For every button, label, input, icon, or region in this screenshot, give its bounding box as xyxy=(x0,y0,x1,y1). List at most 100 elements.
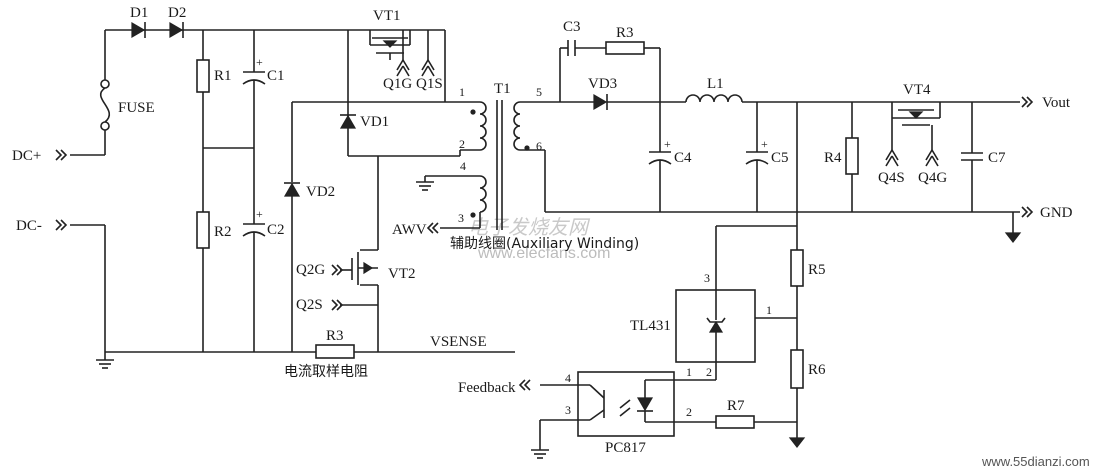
tl431-pin-3: 3 xyxy=(704,271,710,285)
q4s-arrow xyxy=(885,149,899,167)
label-r2: R2 xyxy=(214,224,232,240)
label-vsense: VSENSE xyxy=(430,334,487,350)
label-c7: C7 xyxy=(988,150,1006,166)
pin-6: 6 xyxy=(536,139,542,153)
pin-3: 3 xyxy=(458,211,464,225)
pc817-pin-4: 4 xyxy=(565,371,571,385)
diode-d2 xyxy=(169,21,184,39)
dc-minus-arrow xyxy=(55,219,68,231)
aux-winding xyxy=(416,175,487,229)
feedback-divider xyxy=(755,102,806,448)
label-r4: R4 xyxy=(824,150,842,166)
pc817-pin-3: 3 xyxy=(565,403,571,417)
footer-watermark: www.55dianzi.com xyxy=(981,454,1090,469)
awv-arrow xyxy=(426,222,439,234)
svg-text:+: + xyxy=(256,207,263,221)
diode-vd2 xyxy=(283,101,460,352)
gnd-arrow xyxy=(1021,206,1034,218)
pc817-pin-2: 2 xyxy=(686,405,692,419)
regulator-tl431 xyxy=(675,225,797,380)
resistor-r3-sense xyxy=(315,344,355,359)
label-dc-plus: DC+ xyxy=(12,148,41,164)
label-q4s: Q4S xyxy=(878,170,905,186)
mosfet-vt1 xyxy=(347,30,411,156)
label-d1: D1 xyxy=(130,5,148,21)
label-fuse: FUSE xyxy=(118,100,155,116)
label-q2s: Q2S xyxy=(296,297,323,313)
label-vt2: VT2 xyxy=(388,266,416,282)
svg-text:+: + xyxy=(664,137,671,151)
label-vout: Vout xyxy=(1042,95,1071,111)
capacitor-c7 xyxy=(961,102,983,212)
svg-text:+: + xyxy=(256,55,263,69)
tl431-pin-1: 1 xyxy=(766,303,772,317)
mosfet-vt4 xyxy=(891,102,941,150)
fuse xyxy=(99,79,111,131)
tl431-pin-2: 2 xyxy=(706,365,712,379)
diode-d1 xyxy=(131,21,146,39)
label-c1: C1 xyxy=(267,68,285,84)
q4g-arrow xyxy=(925,149,939,167)
label-c3: C3 xyxy=(563,19,581,35)
label-r3-snubber: R3 xyxy=(616,25,634,41)
label-vt4: VT4 xyxy=(903,82,931,98)
label-pc817: PC817 xyxy=(605,440,646,456)
watermark-url: www.elecfans.com xyxy=(477,245,611,262)
label-aux-winding: 辅助线圈(Auxiliary Winding) xyxy=(450,236,639,252)
pin-1: 1 xyxy=(459,85,465,99)
input-rail xyxy=(70,29,515,353)
label-q2g: Q2G xyxy=(296,262,325,278)
label-q1s: Q1S xyxy=(416,76,443,92)
pin-4: 4 xyxy=(460,159,466,173)
vout-arrow xyxy=(1021,96,1034,108)
q2g-arrow xyxy=(331,264,344,276)
resistor-r1-r2 xyxy=(196,30,254,352)
q1g-arrow xyxy=(396,59,410,77)
q2s-arrow xyxy=(331,299,344,311)
diode-vd3 xyxy=(560,93,686,111)
label-r1: R1 xyxy=(214,68,232,84)
inductor-l1 xyxy=(685,94,1020,103)
feedback-arrow xyxy=(518,379,531,391)
label-c2: C2 xyxy=(267,222,285,238)
capacitor-c5 xyxy=(745,102,769,212)
label-c4: C4 xyxy=(674,150,692,166)
label-r7: R7 xyxy=(727,398,745,414)
label-feedback: Feedback xyxy=(458,380,516,396)
resistor-r4 xyxy=(845,102,859,212)
label-c5: C5 xyxy=(771,150,789,166)
pin-5: 5 xyxy=(536,85,542,99)
label-vd2: VD2 xyxy=(306,184,335,200)
label-l1: L1 xyxy=(707,76,724,92)
q1s-arrow xyxy=(421,59,435,77)
capacitor-c4 xyxy=(648,102,672,212)
label-awv: AWV xyxy=(392,222,427,238)
ground-output xyxy=(1004,212,1022,243)
watermark-cn: 电子发烧友网 xyxy=(468,215,591,239)
label-tl431: TL431 xyxy=(630,318,671,334)
mosfet-vt2 xyxy=(340,156,379,352)
transformer-primary xyxy=(459,101,487,156)
label-q1g: Q1G xyxy=(383,76,412,92)
label-r3-sense: R3 xyxy=(326,328,344,344)
transformer-secondary xyxy=(513,101,560,212)
label-q4g: Q4G xyxy=(918,170,947,186)
ground-input xyxy=(96,352,114,369)
label-r6: R6 xyxy=(808,362,826,378)
pc817-pin-1: 1 xyxy=(686,365,692,379)
snubber-c3-r3 xyxy=(559,40,661,102)
label-vd3: VD3 xyxy=(588,76,617,92)
label-vd1: VD1 xyxy=(360,114,389,130)
label-dc-minus: DC- xyxy=(16,218,42,234)
label-gnd: GND xyxy=(1040,205,1073,221)
label-vt1: VT1 xyxy=(373,8,401,24)
optocoupler-pc817 xyxy=(531,371,797,459)
dc-plus-arrow xyxy=(55,149,68,161)
diode-vd1 xyxy=(339,114,460,157)
label-d2: D2 xyxy=(168,5,186,21)
label-r5: R5 xyxy=(808,262,826,278)
svg-text:+: + xyxy=(761,137,768,151)
label-t1: T1 xyxy=(494,81,511,97)
